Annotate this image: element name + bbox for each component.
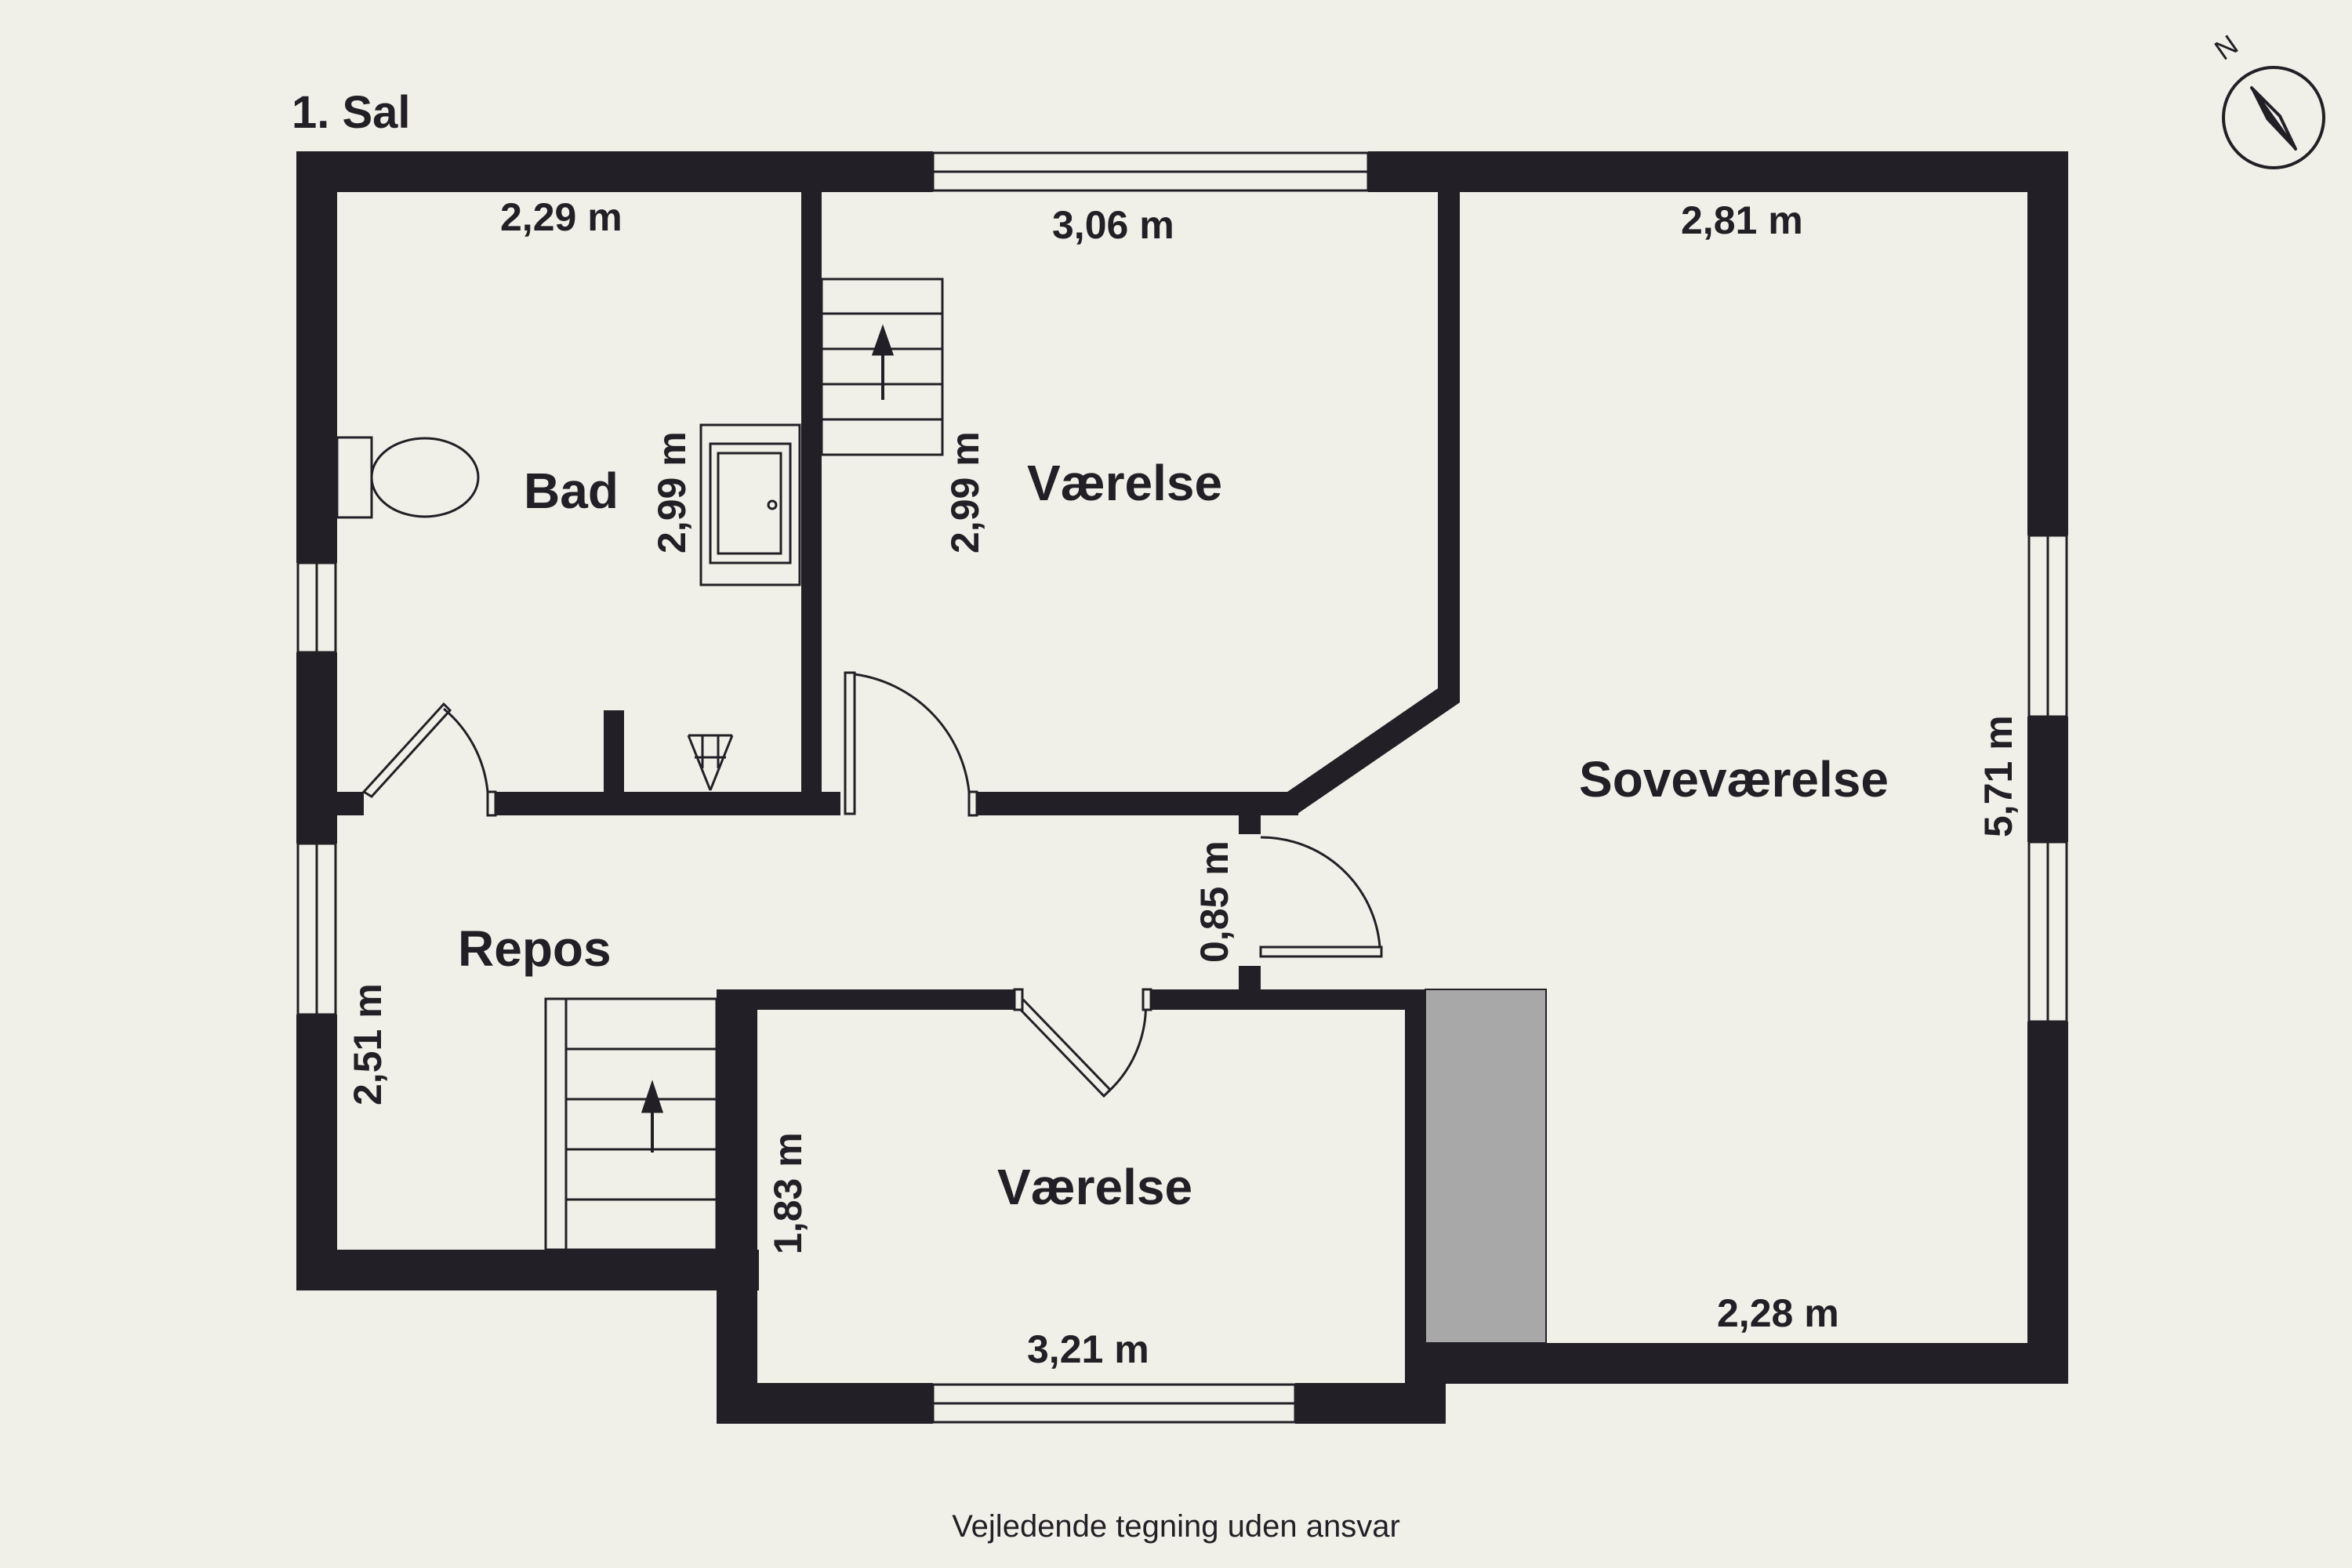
door-vaerelse-top xyxy=(844,671,978,817)
doors xyxy=(361,671,1383,1098)
windows xyxy=(296,151,2068,1424)
compass-icon: N xyxy=(2209,28,2325,169)
dim-bad-height: 2,99 m xyxy=(650,431,694,554)
disclaimer: Vejledende tegning uden ansvar xyxy=(952,1509,1400,1544)
door-sovevaerelse xyxy=(1259,836,1383,958)
stairs-bottom xyxy=(544,997,718,1251)
room-label-sovevaerelse: Soveværelse xyxy=(1579,751,1889,808)
compass-north-label: N xyxy=(2209,28,2244,66)
sink xyxy=(699,423,801,586)
door-bad xyxy=(361,702,497,817)
dim-sove-width-bottom: 2,28 m xyxy=(1717,1291,1839,1335)
dim-repos-height: 2,51 m xyxy=(346,983,390,1105)
dim-bad-width: 2,29 m xyxy=(500,195,622,239)
room-label-vaerelse-bottom: Værelse xyxy=(997,1159,1192,1215)
floor-drain-icon xyxy=(687,734,734,791)
toilet xyxy=(336,436,480,519)
walls xyxy=(296,151,2068,1424)
dim-passage-width: 0,85 m xyxy=(1192,840,1236,963)
dim-vaerelse-top-width: 3,06 m xyxy=(1052,203,1174,247)
floor-title: 1. Sal xyxy=(292,87,411,138)
room-label-repos: Repos xyxy=(458,920,612,977)
dim-sove-height: 5,71 m xyxy=(1976,715,2020,837)
dim-sove-width-top: 2,81 m xyxy=(1681,198,1803,242)
dim-vaerelse-top-height: 2,99 m xyxy=(943,431,987,554)
dim-vaerelse-bottom-height: 1,83 m xyxy=(766,1132,810,1254)
room-label-vaerelse-top: Værelse xyxy=(1027,455,1222,511)
chimney xyxy=(1425,989,1547,1344)
door-vaerelse-bottom xyxy=(1013,988,1152,1098)
room-label-bad: Bad xyxy=(524,463,619,519)
stairs-top xyxy=(820,278,944,456)
dim-vaerelse-bottom-width: 3,21 m xyxy=(1027,1327,1149,1371)
